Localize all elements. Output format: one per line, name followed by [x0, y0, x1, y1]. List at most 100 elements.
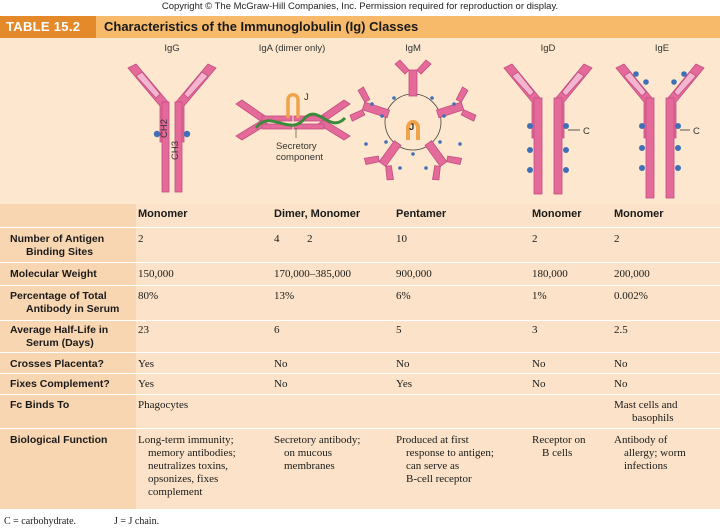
- label-igd: IgD: [541, 43, 556, 54]
- cell-igd-half-life: 3: [532, 324, 538, 336]
- row-divider: [0, 428, 720, 429]
- label-line: Crosses Placenta?: [10, 358, 104, 370]
- cell-igg-half-life: 23: [138, 324, 149, 336]
- igg-antibody: [127, 63, 217, 193]
- row-divider: [0, 352, 720, 353]
- j-chain: [286, 93, 300, 118]
- igd-antibody: [503, 63, 593, 195]
- igd-carbohydrate-label: C: [583, 126, 590, 137]
- cell-igm-binding: 10: [396, 233, 407, 245]
- cell-igg-fc: Phagocytes: [138, 399, 189, 411]
- cell-line: infections: [624, 460, 668, 472]
- cell-iga-weight: 170,000–385,000: [274, 268, 351, 280]
- cell-ige-complement: No: [614, 378, 628, 390]
- secretory-component: [254, 112, 347, 129]
- cell-igg-function: Long-term immunity; memory antibodies; n…: [138, 434, 236, 499]
- label-line: Antibody in Serum: [26, 303, 120, 315]
- cell-iga-complement: No: [274, 378, 288, 390]
- label-line: Molecular Weight: [10, 268, 97, 280]
- cell-line: memory antibodies;: [148, 447, 236, 459]
- antibody-illustrations: IgG IgA (dimer only) IgM IgD IgE CH2 CH3: [127, 43, 705, 199]
- cell-line: Produced at first: [396, 434, 469, 446]
- carbohydrate-dot: [153, 130, 161, 138]
- cell-igd-weight: 180,000: [532, 268, 568, 280]
- iga-j-label: J: [304, 92, 309, 103]
- cell-iga-binding: 4 2: [274, 233, 313, 245]
- cell-line: B-cell receptor: [406, 473, 472, 485]
- igg-ch3-label: CH3: [170, 141, 181, 160]
- cell-line: B cells: [542, 447, 573, 459]
- label-line: Binding Sites: [26, 246, 94, 258]
- row-divider: [0, 320, 720, 321]
- label-iga: IgA (dimer only): [259, 43, 326, 54]
- secretory-label-1: Secretory: [276, 141, 317, 152]
- immunoglobulin-diagrams: IgG IgA (dimer only) IgM IgD IgE CH2 CH3: [0, 38, 720, 204]
- label-line: Average Half-Life in: [10, 324, 109, 336]
- label-line: Percentage of Total: [10, 290, 107, 302]
- table-title-bar: TABLE 15.2 Characteristics of the Immuno…: [0, 16, 720, 38]
- cell-igd-percentage: 1%: [532, 290, 547, 302]
- footnote-carbohydrate: C = carbohydrate.: [4, 516, 77, 527]
- row-divider: [0, 262, 720, 263]
- header-igd: Monomer: [532, 208, 582, 220]
- cell-igg-placenta: Yes: [138, 358, 155, 370]
- table-title: Characteristics of the Immunoglobulin (I…: [104, 19, 419, 34]
- label-line: Biological Function: [10, 434, 108, 446]
- igm-j-chain: [406, 120, 420, 140]
- igm-j-label: J: [409, 122, 414, 133]
- cell-iga-placenta: No: [274, 358, 288, 370]
- cell-iga-percentage: 13%: [274, 290, 295, 302]
- label-ige: IgE: [655, 43, 669, 54]
- cell-line: on mucous: [284, 447, 332, 459]
- cell-ige-placenta: No: [614, 358, 628, 370]
- iga-dimer: J Secretory component: [235, 92, 351, 163]
- ige-antibody: [615, 63, 705, 199]
- cell-ige-half-life: 2.5: [614, 324, 628, 336]
- label-line: Fc Binds To: [10, 399, 70, 411]
- cell-ige-binding: 2: [614, 233, 620, 245]
- cell-line: Antibody of: [614, 434, 668, 446]
- cell-ige-percentage: 0.002%: [614, 290, 648, 302]
- cell-igm-complement: Yes: [396, 378, 413, 390]
- cell-line: Receptor on: [532, 434, 586, 446]
- igg-ch2-label: CH2: [159, 119, 170, 138]
- row-label-binding-sites: Number of Antigen Binding Sites: [10, 233, 134, 259]
- cell-igm-half-life: 5: [396, 324, 402, 336]
- row-divider: [0, 285, 720, 286]
- characteristics-table: [0, 204, 720, 509]
- label-line: Fixes Complement?: [10, 378, 110, 390]
- row-divider: [0, 394, 720, 395]
- cell-igg-weight: 150,000: [138, 268, 174, 280]
- ige-carbohydrate-label: C: [693, 126, 700, 137]
- cell-line: Mast cells and: [614, 399, 678, 411]
- cell-iga-function: Secretory antibody; on mucous membranes: [274, 434, 360, 473]
- secretory-label-2: component: [276, 152, 323, 163]
- cell-igd-function: Receptor on B cells: [532, 434, 585, 460]
- carbohydrate-dot: [183, 130, 191, 138]
- cell-ige-fc: Mast cells and basophils: [614, 399, 678, 425]
- cell-line: opsonizes, fixes: [148, 473, 219, 485]
- table-number: TABLE 15.2: [0, 16, 96, 38]
- cell-ige-weight: 200,000: [614, 268, 650, 280]
- cell-igg-percentage: 80%: [138, 290, 159, 302]
- cell-line: response to antigen;: [406, 447, 494, 459]
- cell-igd-complement: No: [532, 378, 546, 390]
- row-label-fc-binds: Fc Binds To: [10, 399, 134, 412]
- header-ige: Monomer: [614, 208, 664, 220]
- igm-pentamer: J: [349, 59, 477, 181]
- cell-igg-complement: Yes: [138, 378, 155, 390]
- cell-iga-half-life: 6: [274, 324, 280, 336]
- cell-line: Long-term immunity;: [138, 434, 234, 446]
- header-iga: Dimer, Monomer: [274, 208, 361, 220]
- cell-igd-binding: 2: [532, 233, 538, 245]
- label-line: Serum (Days): [26, 337, 94, 349]
- row-label-placenta: Crosses Placenta?: [10, 358, 134, 371]
- cell-igm-percentage: 6%: [396, 290, 411, 302]
- label-line: Number of Antigen: [10, 233, 105, 245]
- header-igg: Monomer: [138, 208, 188, 220]
- cell-igm-function: Produced at first response to antigen; c…: [396, 434, 494, 486]
- cell-igm-weight: 900,000: [396, 268, 432, 280]
- row-label-column: [0, 204, 136, 509]
- row-label-molecular-weight: Molecular Weight: [10, 268, 134, 281]
- cell-line: neutralizes toxins,: [148, 460, 229, 472]
